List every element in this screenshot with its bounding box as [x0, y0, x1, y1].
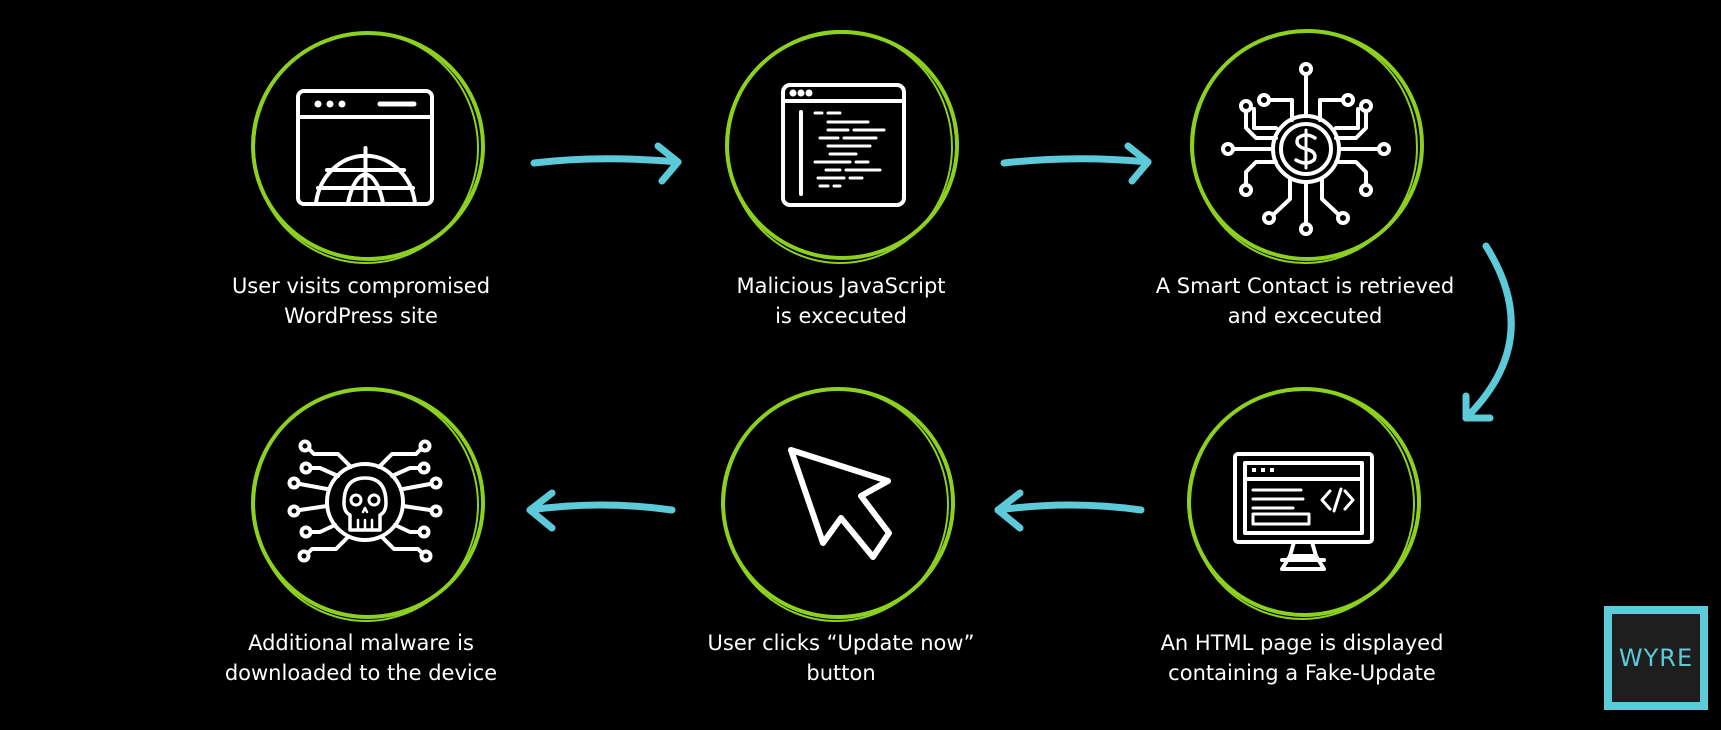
monitor-code-icon	[1233, 452, 1374, 571]
wyre-logo-text: WYRE	[1618, 644, 1694, 672]
step-1-label-line1: User visits compromised	[231, 274, 491, 298]
cursor-icon	[788, 447, 892, 560]
step-5-ring	[721, 387, 955, 622]
step-2-label-line2: is excecuted	[775, 304, 907, 328]
wyre-logo: WYRE	[1604, 606, 1708, 710]
step-3-ring	[1190, 29, 1424, 264]
browser-globe-icon	[296, 89, 434, 206]
step-3-label: A Smart Contact is retrieved and excecut…	[1145, 271, 1465, 331]
step-3-label-line2: and excecuted	[1227, 304, 1383, 328]
step-1-label: User visits compromised WordPress site	[201, 271, 521, 331]
arrow-4-to-5	[994, 489, 1145, 532]
step-4-label-line2: containing a Fake-Update	[1168, 661, 1436, 685]
step-4-label-line1: An HTML page is displayed	[1160, 631, 1444, 655]
step-6-label: Additional malware is downloaded to the …	[201, 628, 521, 688]
step-6-label-line1: Additional malware is	[248, 631, 474, 655]
crypto-network-icon	[1221, 62, 1391, 236]
step-5-label-line1: User clicks “Update now”	[707, 631, 975, 655]
arrow-3-to-4	[1462, 242, 1515, 422]
step-5-label: User clicks “Update now” button	[681, 628, 1001, 688]
step-2-label: Malicious JavaScript is excecuted	[681, 271, 1001, 331]
step-4-label: An HTML page is displayed containing a F…	[1142, 628, 1462, 688]
step-6-label-line2: downloaded to the device	[224, 661, 498, 685]
arrow-5-to-6	[526, 489, 676, 532]
wyre-logo-inner: WYRE	[1612, 614, 1700, 702]
step-5-label-line2: button	[806, 661, 876, 685]
arrow-1-to-2	[530, 142, 682, 185]
step-4-ring	[1187, 387, 1421, 620]
arrow-2-to-3	[1000, 142, 1152, 185]
step-1-label-line2: WordPress site	[284, 304, 438, 328]
step-1-ring	[251, 31, 485, 264]
skull-network-icon	[287, 439, 443, 563]
code-window-icon	[781, 83, 906, 207]
step-3-label-line1: A Smart Contact is retrieved	[1155, 274, 1455, 298]
step-2-label-line1: Malicious JavaScript	[736, 274, 946, 298]
step-2-ring	[725, 30, 959, 264]
step-6-ring	[251, 387, 485, 622]
